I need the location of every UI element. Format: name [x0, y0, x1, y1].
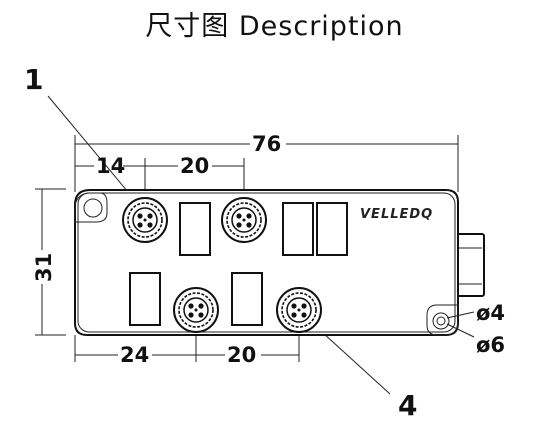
dimension-76: 76: [252, 132, 281, 156]
dimension-20-bottom: 20: [227, 343, 256, 367]
led-window: [282, 202, 314, 256]
brand-logo: VELLEDQ: [360, 207, 433, 222]
led-window: [316, 202, 348, 256]
module-inner-outline: [77, 192, 456, 333]
dimension-24: 24: [120, 343, 149, 367]
leader-line-hole: [446, 323, 475, 338]
connector-port-2: [221, 197, 267, 243]
dimension-14: 14: [96, 154, 125, 178]
hole-diameter-6: ø6: [476, 333, 505, 357]
connector-port-1: [122, 197, 168, 243]
hole-diameter-4: ø4: [476, 301, 505, 325]
dimension-31: 31: [32, 253, 56, 282]
mounting-hole-bottom-right: [426, 304, 459, 336]
mounting-hole-top-left: [74, 192, 108, 223]
page-title: 尺寸图 Description: [145, 11, 404, 42]
connector-port-3: [173, 287, 219, 333]
leader-line-hole: [446, 311, 475, 319]
callout-1: 1: [24, 63, 43, 96]
dimension-20-top: 20: [180, 154, 209, 178]
led-window: [179, 202, 211, 256]
led-window: [231, 272, 263, 326]
connector-port-4: [276, 287, 322, 333]
led-window: [129, 272, 161, 326]
callout-4: 4: [398, 389, 417, 422]
side-connector: [454, 233, 485, 297]
